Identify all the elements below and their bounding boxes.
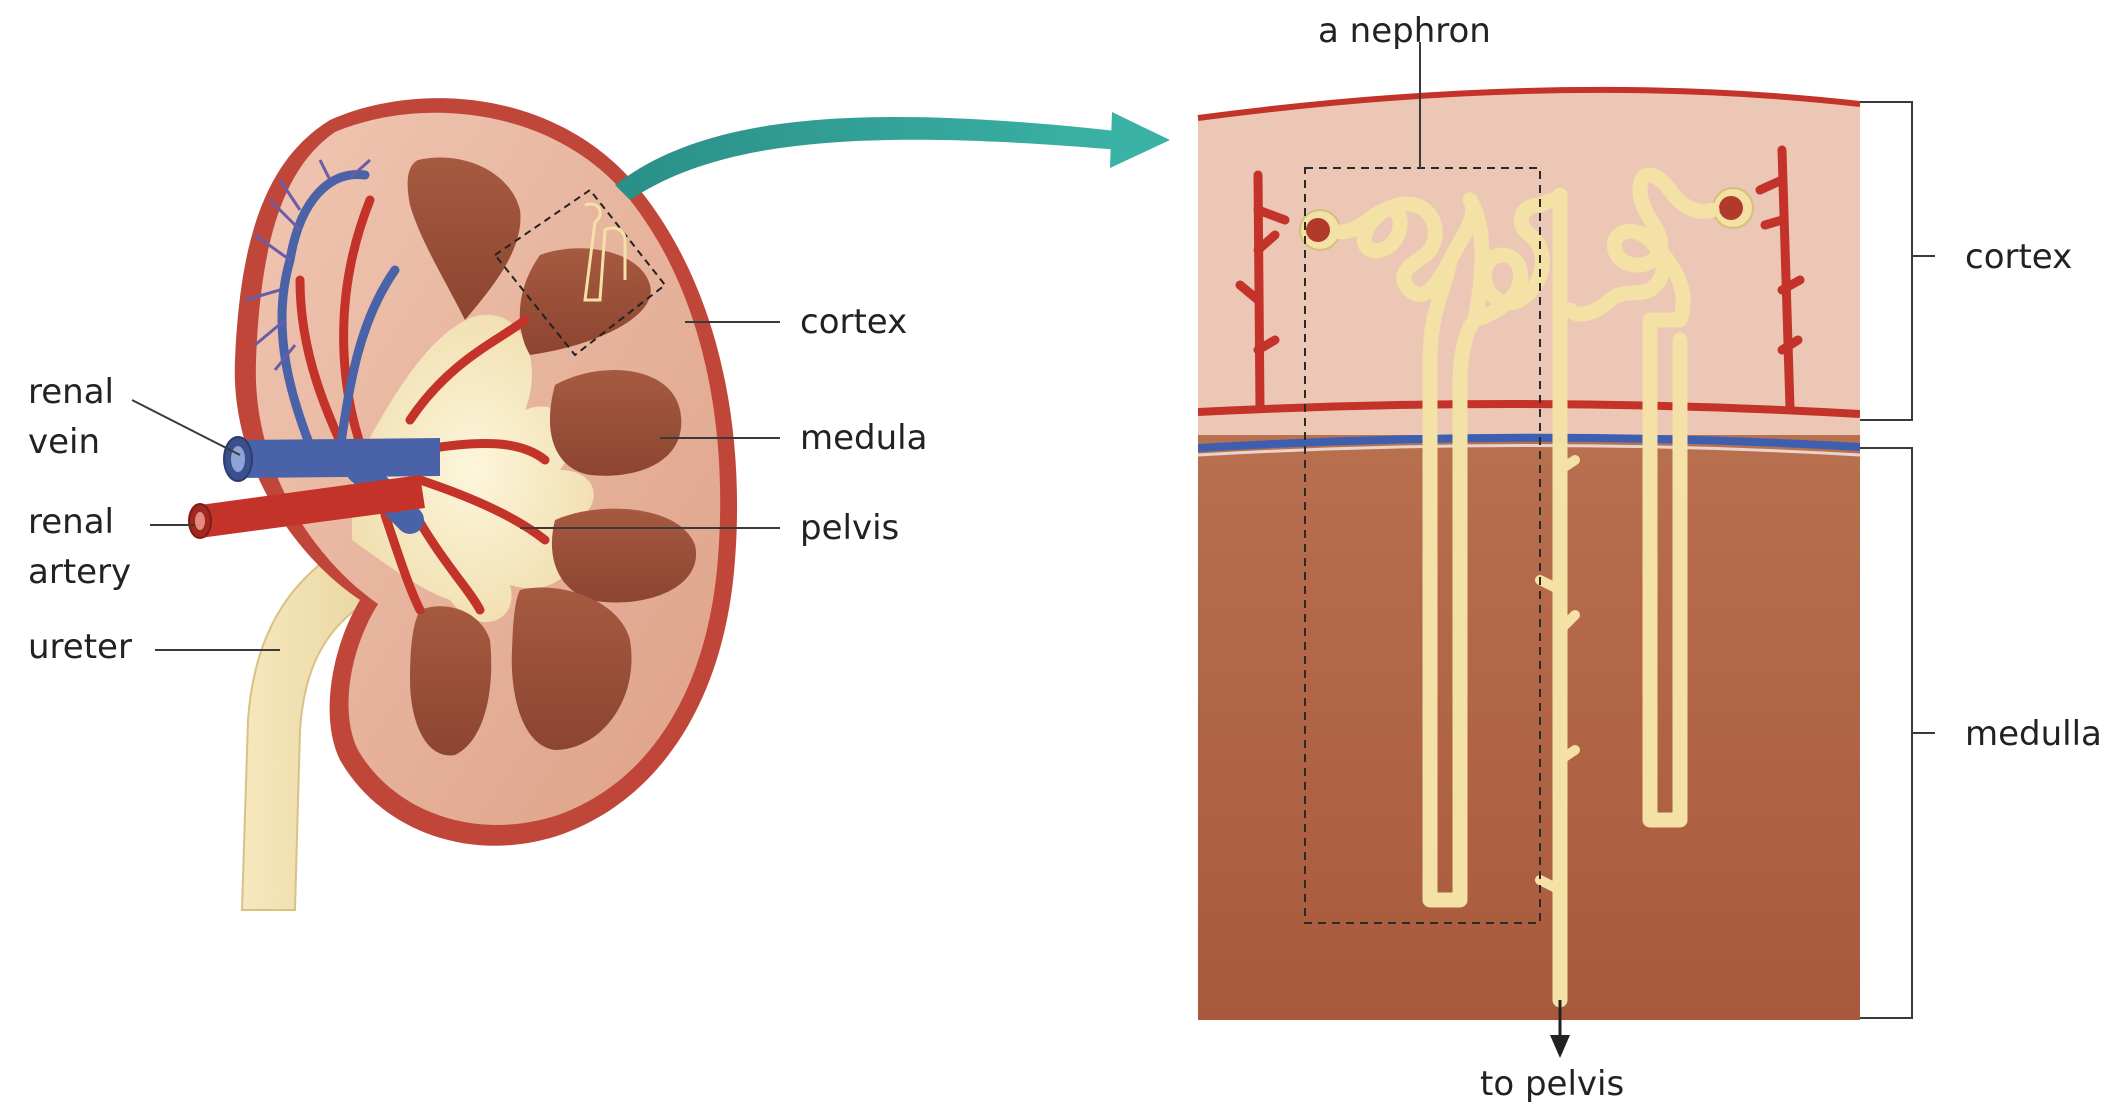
label-detail-cortex: cortex xyxy=(1965,237,2072,277)
label-kidney-pelvis: pelvis xyxy=(800,508,899,548)
pyramid-4 xyxy=(551,508,697,603)
mini-nephron xyxy=(583,202,627,302)
detail-medulla-bg xyxy=(1198,435,1860,1020)
pyramid-3 xyxy=(549,370,682,476)
collecting-duct-branches xyxy=(1535,455,1580,895)
nephron-dashed-box xyxy=(1304,167,1541,924)
detail-capsule-edge xyxy=(1197,86,1861,121)
label-nephron: a nephron xyxy=(1318,11,1491,51)
renal-vein-vessel xyxy=(223,436,440,534)
label-renal-vein-line2: vein xyxy=(28,422,100,462)
label-kidney-cortex: cortex xyxy=(800,302,907,342)
glomerulus-left xyxy=(1299,209,1341,251)
pyramid-6 xyxy=(511,587,632,750)
glomerulus-right xyxy=(1712,187,1754,229)
kidney-nephron-highlight xyxy=(493,188,667,357)
label-detail-medulla: medulla xyxy=(1965,714,2102,754)
pyramid-1 xyxy=(407,157,521,320)
interlobular-arteries xyxy=(1235,145,1805,413)
kidney-capillary-tree xyxy=(244,158,372,371)
label-renal-vein-line1: renal xyxy=(28,372,114,412)
leader-lines xyxy=(131,42,1421,651)
label-renal-artery-line1: renal xyxy=(28,502,114,542)
label-renal-artery-line2: artery xyxy=(28,552,131,592)
detail-cortex-bg xyxy=(1198,90,1860,435)
renal-pelvis xyxy=(352,314,594,623)
kidney-illustration xyxy=(188,98,738,911)
medullary-pyramids xyxy=(407,157,697,756)
nephron-detail xyxy=(1198,90,1860,1020)
pyramid-5 xyxy=(410,606,492,756)
cortex-bracket xyxy=(1860,101,1935,421)
ureter-tube xyxy=(240,518,412,911)
nephron-tubules xyxy=(1332,167,1720,1008)
label-ureter: ureter xyxy=(28,627,132,667)
label-kidney-medula: medula xyxy=(800,418,927,458)
to-pelvis-arrow xyxy=(1550,1000,1570,1058)
arcuate-vein-band xyxy=(1198,433,1860,452)
zoom-arrow xyxy=(615,112,1170,200)
renal-artery-vessel xyxy=(188,475,425,539)
label-to-pelvis: to pelvis xyxy=(1480,1064,1624,1104)
medulla-bracket xyxy=(1860,447,1935,1019)
arcuate-artery-band xyxy=(1198,399,1860,418)
